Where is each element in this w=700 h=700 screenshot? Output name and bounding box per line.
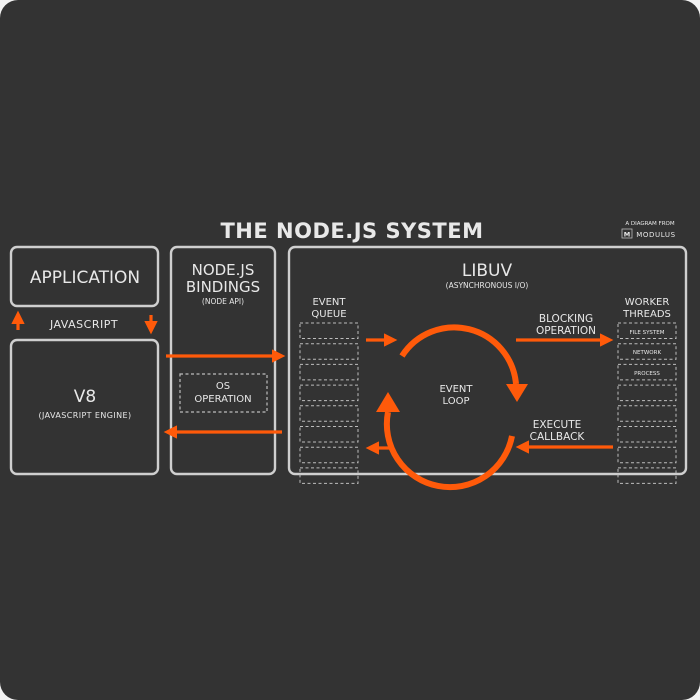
credit-line: A DIAGRAM FROM	[625, 221, 674, 227]
worker-process: PROCESS	[634, 371, 660, 377]
application-box	[9, 245, 160, 308]
event-queue-slot	[299, 405, 359, 422]
blocking-operation-line1: BLOCKING	[539, 313, 593, 325]
event-queue-slot	[299, 467, 359, 484]
event-loop-label-line1: EVENT	[439, 384, 473, 395]
v8-box	[9, 338, 160, 476]
worker-thread-slot	[617, 426, 677, 443]
bindings-sublabel: (NODE API)	[202, 297, 244, 306]
bindings-title-line2: BINDINGS	[186, 278, 260, 296]
worker-thread-slot	[617, 405, 677, 422]
worker-thread-slot	[617, 363, 677, 381]
worker-thread-slot	[617, 446, 677, 464]
v8-sublabel: (JAVASCRIPT ENGINE)	[39, 411, 132, 420]
credit-logo-letter: M	[624, 231, 630, 239]
v8-label: V8	[74, 387, 96, 407]
blocking-operation-line2: OPERATION	[536, 325, 596, 337]
diagram-title: THE NODE.JS SYSTEM	[220, 219, 483, 243]
javascript-label: JAVASCRIPT	[49, 318, 118, 331]
event-loop-arrowhead-right	[506, 384, 528, 402]
event-queue-slot	[299, 384, 359, 402]
event-queue-slot	[299, 343, 359, 360]
event-loop-arrowhead-left	[376, 392, 400, 412]
os-operation-box	[179, 373, 268, 413]
worker-thread-slot	[617, 467, 677, 484]
libuv-title: LIBUV	[462, 261, 513, 281]
worker-thread-slot	[617, 384, 677, 402]
worker-threads-line2: THREADS	[622, 309, 671, 320]
worker-network: NETWORK	[633, 350, 662, 356]
event-queue-label-line1: EVENT	[312, 297, 346, 308]
worker-file-system: FILE SYSTEM	[630, 330, 665, 336]
bindings-title-line1: NODE.JS	[192, 261, 255, 279]
event-queue-slots	[299, 322, 359, 484]
credit-brand: MODULUS	[636, 231, 675, 239]
os-operation-line2: OPERATION	[194, 394, 251, 405]
execute-callback-line2: CALLBACK	[530, 431, 586, 443]
event-queue-slot	[299, 426, 359, 443]
event-loop-arc-top	[399, 324, 519, 385]
application-label: APPLICATION	[30, 268, 140, 288]
execute-callback-line1: EXECUTE	[533, 419, 582, 431]
libuv-sublabel: (ASYNCHRONOUS I/O)	[446, 281, 529, 290]
event-queue-slot	[299, 363, 359, 381]
event-loop-label-line2: LOOP	[443, 396, 470, 407]
event-queue-slot	[299, 322, 359, 339]
worker-thread-slot	[617, 343, 677, 360]
event-queue-label-line2: QUEUE	[311, 309, 346, 320]
worker-threads-line1: WORKER	[625, 297, 670, 308]
event-queue-slot	[299, 446, 359, 464]
credit-logo-box	[621, 228, 633, 239]
event-loop-arc-bottom	[383, 411, 515, 491]
os-operation-line1: OS	[216, 381, 230, 392]
worker-thread-slot	[617, 322, 677, 339]
worker-thread-slots	[617, 322, 677, 484]
